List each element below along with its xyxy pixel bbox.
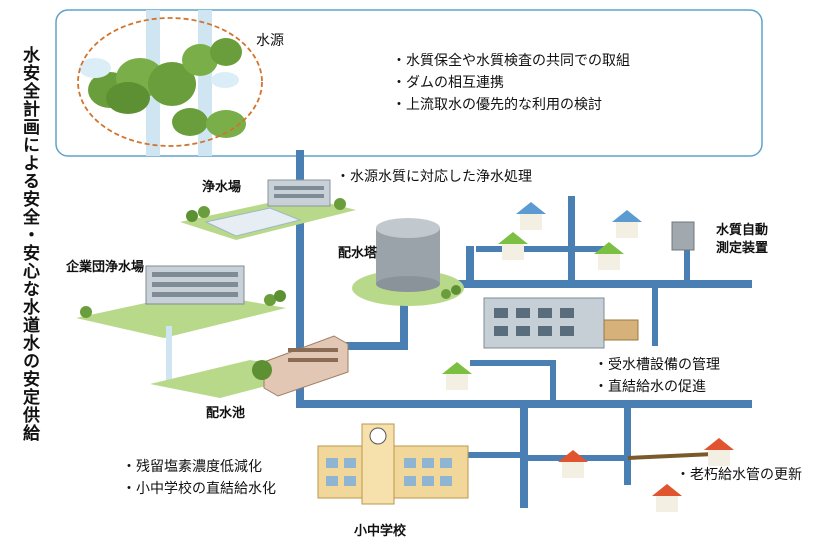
note-source: ・水質保全や水質検査の共同での取組 ・ダムの相互連携 ・上流取水の優先的な利用の… <box>392 50 630 116</box>
note-pipe: ・老朽給水管の更新 <box>676 464 802 486</box>
note-source-line: ・ダムの相互連携 <box>392 75 504 91</box>
note-source-line: ・水質保全や水質検査の共同での取組 <box>392 53 630 69</box>
monitor-device <box>671 221 695 251</box>
school-building <box>317 423 469 505</box>
note-tank-line: ・受水槽設備の管理 <box>594 357 720 373</box>
distribution-reservoir <box>150 335 349 398</box>
label-water-tower: 配水塔 <box>338 246 378 261</box>
source-area-outline <box>77 17 263 147</box>
note-school-line: ・残留塩素濃度低減化 <box>122 459 262 475</box>
label-reservoir: 配水池 <box>206 406 246 421</box>
label-source: 水源 <box>256 33 284 49</box>
note-school-line: ・小中学校の直結給水化 <box>122 481 276 497</box>
note-tank: ・受水槽設備の管理 ・直結給水の促進 <box>594 354 720 398</box>
note-purification: ・水源水質に対応した浄水処理 <box>336 166 532 188</box>
note-purification-line: ・水源水質に対応した浄水処理 <box>336 169 532 185</box>
label-purification-plant: 浄水場 <box>202 180 242 195</box>
note-tank-line: ・直結給水の促進 <box>594 379 706 395</box>
river-right <box>198 10 212 156</box>
connector-pipe <box>166 326 172 386</box>
water-tower <box>352 218 464 306</box>
note-pipe-line: ・老朽給水管の更新 <box>676 467 802 483</box>
houses <box>442 202 734 512</box>
apartment-building <box>483 297 639 349</box>
water-pipes <box>296 150 752 508</box>
label-corp-purification-plant: 企業団浄水場 <box>66 260 145 275</box>
source-forest <box>79 38 246 138</box>
vertical-title: 水安全計画による安全・安心な水道水の安定供給 <box>19 46 39 442</box>
label-school: 小中学校 <box>354 524 407 539</box>
label-monitor: 水質自動測定装置 <box>716 223 769 256</box>
purification-plant <box>180 179 356 240</box>
corporate-purification-plant <box>76 265 286 338</box>
note-school: ・残留塩素濃度低減化 ・小中学校の直結給水化 <box>122 456 276 500</box>
note-source-line: ・上流取水の優先的な利用の検討 <box>392 97 602 113</box>
old-service-pipe <box>627 452 715 460</box>
